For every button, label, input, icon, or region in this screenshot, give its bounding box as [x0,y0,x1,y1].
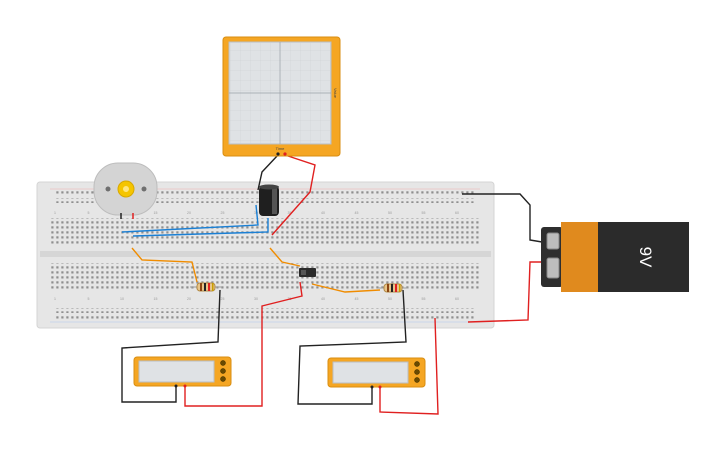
resistor-left-band-4 [212,283,214,291]
multimeter-right[interactable] [327,357,426,389]
wire-battery-positive[interactable] [467,261,545,323]
motor-screw-right [141,186,147,192]
resistor-right-band-3 [395,284,397,292]
column-number: 10 [120,297,124,301]
dc-motor[interactable] [93,162,158,219]
battery-9v[interactable]: 9V [541,222,689,292]
resistor-left-band-3 [208,283,210,291]
column-number: 25 [221,297,225,301]
column-number: 5 [88,297,90,301]
multimeter-right-display [332,361,409,384]
column-number: 45 [355,211,359,215]
motor-shaft-center [123,186,129,192]
wire-battery-negative[interactable] [462,193,549,244]
bottom-power-rail-holes-2 [55,315,475,320]
electrolytic-capacitor[interactable] [259,184,279,217]
multimeter-right-knob-1[interactable] [414,361,420,367]
column-number: 35 [288,211,292,215]
column-number: 55 [422,211,426,215]
multimeter-left-knob-2[interactable] [220,368,226,374]
oscilloscope-y-label: Value [333,88,338,99]
multimeter-right-knob-2[interactable] [414,369,420,375]
column-number: 25 [221,211,225,215]
battery-terminal-negative[interactable] [546,232,560,250]
column-number: 30 [254,297,258,301]
column-number: 50 [388,211,392,215]
resistor-right-band-4 [399,284,401,292]
wire-blue-1[interactable] [121,204,259,233]
column-number: 5 [88,211,90,215]
column-number: 40 [321,211,325,215]
column-number: 45 [355,297,359,301]
resistor-left-band-1 [200,283,202,291]
wire-meter-right-red[interactable] [379,317,439,415]
oscilloscope-terminal-red[interactable] [283,152,287,156]
resistor-right-band-1 [387,284,389,292]
column-number: 30 [254,211,258,215]
battery-terminal-positive[interactable] [546,257,560,279]
column-number: 20 [187,211,191,215]
multimeter-right-terminal-red[interactable] [378,385,382,389]
capacitor-stripe [272,188,277,214]
resistor-right-band-2 [391,284,393,292]
transistor[interactable] [299,268,316,277]
wire-scope-probe-black[interactable] [257,154,279,191]
column-number: 1 [54,211,56,215]
multimeter-left[interactable] [133,356,232,388]
multimeter-left-knob-1[interactable] [220,360,226,366]
battery-body [598,222,689,292]
battery-label: 9V [636,247,655,268]
multimeter-right-knob-3[interactable] [414,377,420,383]
wire-scope-probe-red[interactable] [271,154,316,236]
capacitor-top [259,184,279,190]
multimeter-left-terminal-red[interactable] [183,384,187,388]
wire-orange-2[interactable] [269,247,301,267]
resistor-left-band-2 [204,283,206,291]
wire-blue-2[interactable] [132,218,269,237]
oscilloscope-x-label: Time [276,146,286,151]
bottom-terminal-holes [50,263,480,290]
column-number: 55 [422,297,426,301]
oscilloscope-terminal-black[interactable] [276,152,280,156]
multimeter-left-display [138,360,215,383]
column-number: 1 [54,297,56,301]
oscilloscope[interactable]: Value Time [222,36,341,157]
column-number: 60 [455,297,459,301]
center-channel [40,251,491,257]
multimeter-left-knob-3[interactable] [220,376,226,382]
multimeter-right-terminal-black[interactable] [370,385,374,389]
battery-copper-cap [561,222,601,292]
bottom-power-rail-holes-1 [55,308,475,313]
wire-orange-1[interactable] [131,247,198,283]
wire-meter-left-black[interactable] [121,289,221,403]
column-number: 60 [455,211,459,215]
wire-meter-right-black[interactable] [297,289,407,405]
wire-orange-3[interactable] [311,283,381,293]
column-number: 40 [321,297,325,301]
column-number: 50 [388,297,392,301]
resistor-left[interactable] [190,282,222,292]
column-number: 15 [154,297,158,301]
wires[interactable] [121,154,549,415]
column-number: 15 [154,211,158,215]
column-number: 20 [187,297,191,301]
motor-screw-left [105,186,111,192]
wire-meter-left-red[interactable] [184,281,303,407]
multimeter-left-terminal-black[interactable] [174,384,178,388]
resistor-right[interactable] [378,283,408,293]
transistor-tab [301,270,306,275]
